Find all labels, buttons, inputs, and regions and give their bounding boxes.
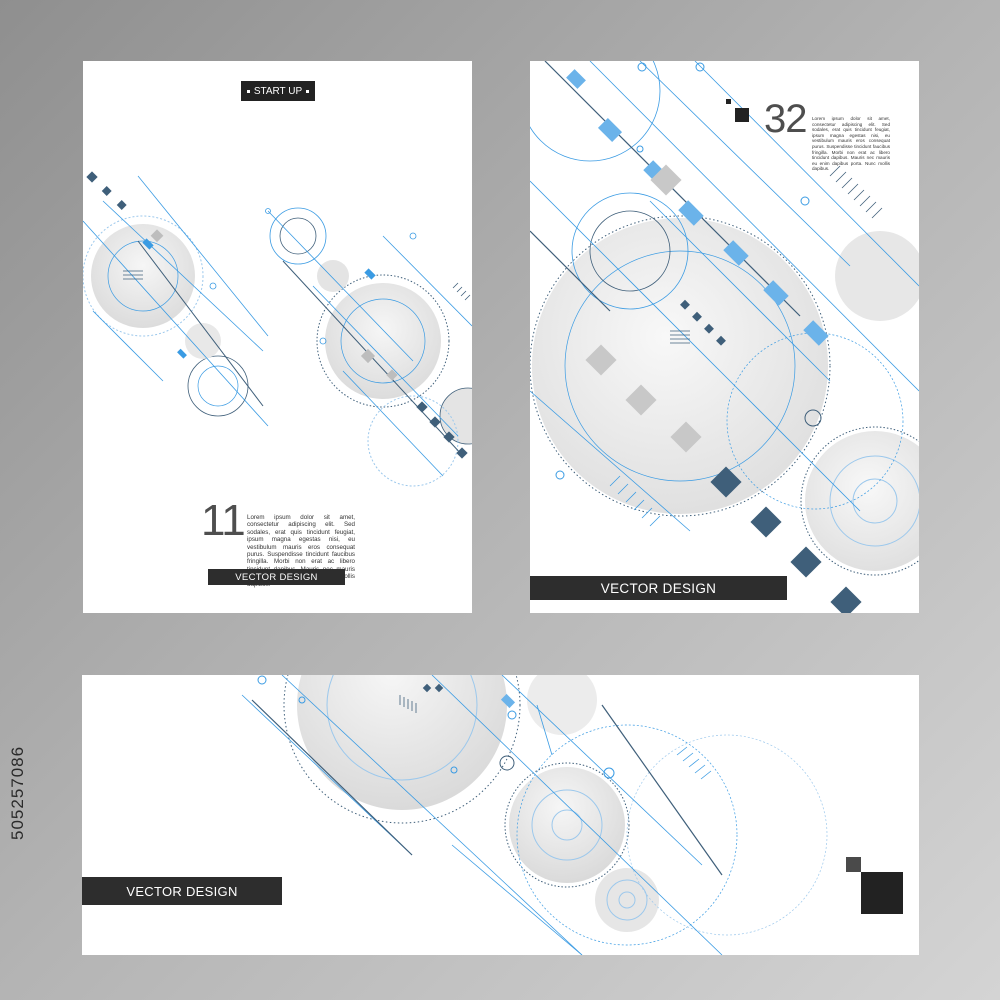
square-icon	[246, 89, 250, 93]
brochure-cover-right: 32 Lorem ipsum dolor sit amet, consectet…	[530, 61, 919, 613]
tech-circles-graphic-banner	[241, 675, 903, 955]
banner: VECTOR DESIGN	[82, 675, 919, 955]
body-text: Lorem ipsum dolor sit amet, consectetur …	[812, 116, 890, 172]
start-up-badge: START UP	[241, 81, 315, 101]
brochure-cover-left: START UP 11 Lorem ipsum dolor sit amet, …	[83, 61, 472, 613]
page-number: 32	[764, 97, 807, 141]
stock-id-label: 505257086	[8, 745, 27, 840]
vector-design-bar: VECTOR DESIGN	[530, 576, 787, 600]
start-up-label: START UP	[253, 85, 303, 97]
tech-circles-graphic-left	[83, 171, 472, 487]
vector-design-bar: VECTOR DESIGN	[208, 569, 345, 585]
page-number: 11	[201, 496, 246, 545]
square-icon	[306, 89, 310, 93]
tech-circles-graphic-right	[530, 61, 919, 613]
vector-design-bar: VECTOR DESIGN	[82, 877, 282, 905]
